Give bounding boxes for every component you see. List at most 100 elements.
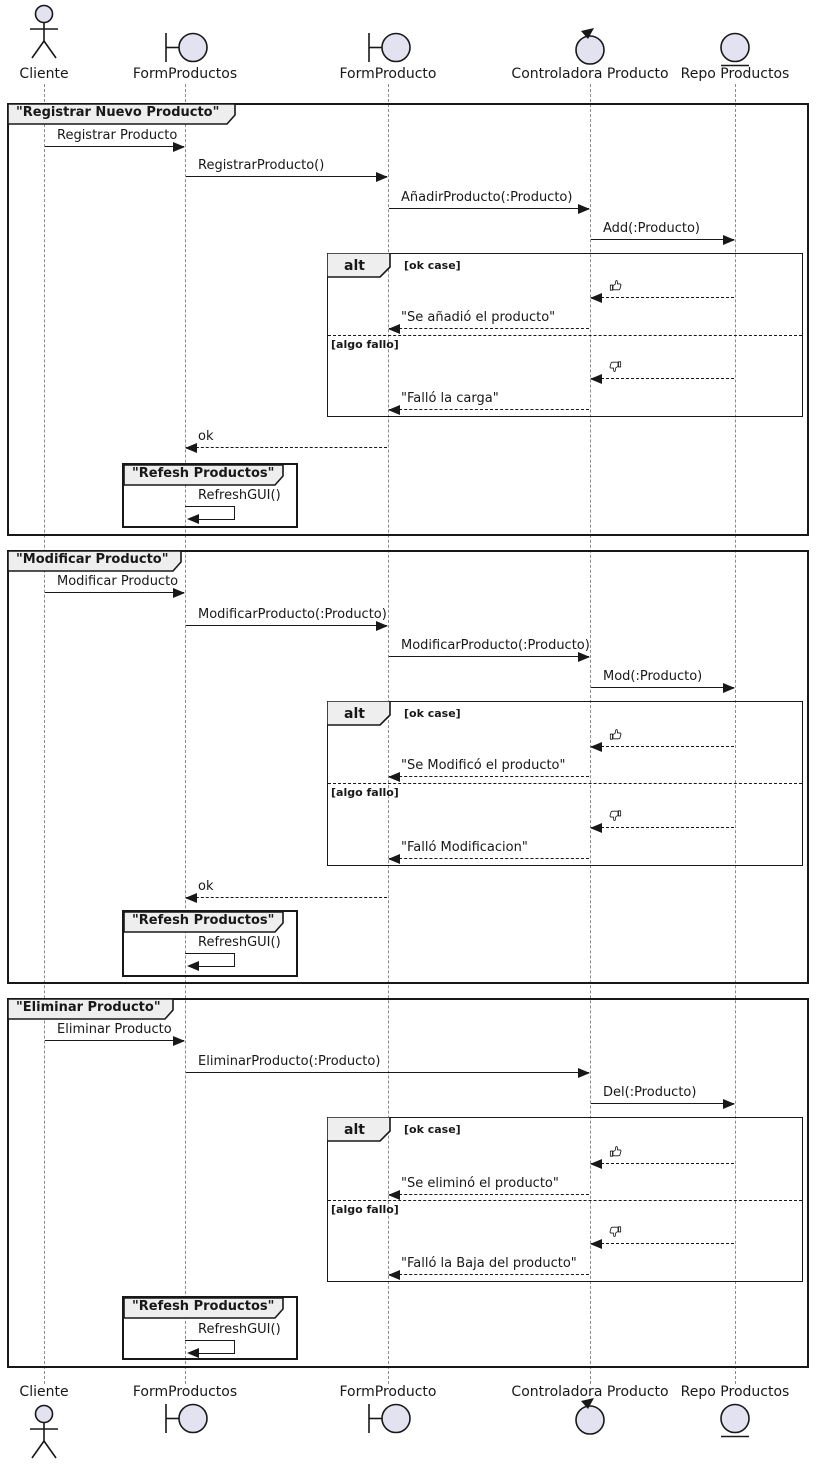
message-line: [45, 592, 184, 593]
frame--modificar-producto-: [7, 550, 809, 984]
self-message-label: RefreshGUI(): [198, 488, 281, 503]
participant-label-formproductos: FormProductos: [132, 66, 238, 82]
alt-operator-tab: alt: [327, 701, 391, 726]
alt-fragment: alt[ok case][algo fallo]: [327, 253, 803, 417]
lifeline-repo-productos: [735, 84, 736, 1384]
message-label: AñadirProducto(:Producto): [401, 190, 573, 205]
lifeline-controladora-producto: [590, 84, 591, 1384]
thumbs-up-icon: [608, 278, 623, 293]
self-message-label: RefreshGUI(): [198, 1322, 281, 1337]
frame-title: "Eliminar Producto": [16, 1000, 161, 1015]
message-line: [389, 776, 589, 777]
thumbs-up-icon: [608, 727, 623, 742]
self-message-line: [185, 506, 235, 519]
message-label: Mod(:Producto): [603, 669, 703, 684]
frame--eliminar-producto-: [7, 998, 809, 1368]
message-label: Del(:Producto): [603, 1085, 697, 1100]
message-line: [389, 1194, 589, 1195]
message-label: RegistrarProducto(): [198, 158, 325, 173]
control-icon: [575, 1398, 605, 1435]
message-line: [591, 746, 734, 747]
guard-label: [algo fallo]: [331, 1203, 399, 1216]
arrowhead-left: [187, 961, 199, 971]
message-label: ModificarProducto(:Producto): [401, 638, 590, 653]
fragment-tab-shape: [7, 103, 236, 125]
alt-fragment: alt [ok case] [algo fallo]: [327, 1117, 803, 1282]
lifeline-formproductos: [185, 84, 186, 1384]
arrowhead-left: [590, 1239, 602, 1249]
group-title: "Refesh Productos": [132, 1299, 275, 1314]
self-message-line: [185, 953, 235, 966]
alt-divider: [328, 335, 802, 336]
group-title: "Refesh Productos": [132, 466, 275, 481]
self-message-label: RefreshGUI(): [198, 935, 281, 950]
participant-label-cliente: Cliente: [19, 66, 69, 82]
message-label: EliminarProducto(:Producto): [198, 1054, 381, 1069]
message-label: "Se eliminó el producto": [401, 1176, 559, 1191]
arrowhead-left: [590, 742, 602, 752]
participant-label-formproductos: FormProductos: [132, 1384, 238, 1400]
frame--registrar-nuevo-producto-: [7, 103, 809, 536]
message-line: [591, 1163, 734, 1164]
group-fragment: "Refesh Productos": [122, 463, 298, 528]
arrowhead-right: [376, 172, 388, 182]
thumbs-down-icon: [608, 359, 623, 374]
arrowhead-left: [187, 514, 199, 524]
message-line: [389, 656, 589, 657]
fragment-tab-shape: [7, 550, 182, 572]
arrowhead-right: [173, 588, 185, 598]
message-line: [186, 897, 387, 898]
message-line: [45, 146, 184, 147]
arrowhead-left: [388, 405, 400, 415]
message-label: Registrar Producto: [57, 128, 178, 143]
fragment-tab-shape: [123, 464, 284, 486]
arrowhead-right: [376, 621, 388, 631]
message-line: [186, 625, 387, 626]
message-line: [591, 827, 734, 828]
frame-title: "Modificar Producto": [16, 552, 169, 567]
arrowhead-right: [723, 683, 735, 693]
participant-label-formproducto: FormProducto: [339, 1384, 437, 1400]
participant-label-cliente: Cliente: [19, 1384, 69, 1400]
message-line: [591, 297, 734, 298]
participant-label-controladora-producto: Controladora Producto: [511, 1384, 669, 1400]
alt-fragment: alt[ok case][algo fallo]: [327, 701, 803, 866]
guard-label: [algo fallo]: [331, 786, 399, 799]
message-label: Eliminar Producto: [57, 1022, 172, 1037]
participant-label-repo-productos: Repo Productos: [680, 1384, 790, 1400]
arrowhead-left: [388, 1270, 400, 1280]
boundary-icon: [368, 1403, 411, 1434]
group-title: "Refesh Productos": [132, 913, 275, 928]
message-label: ModificarProducto(:Producto): [198, 607, 387, 622]
alt-operator-tab: alt: [327, 1117, 391, 1142]
guard-label: [ok case]: [404, 1123, 461, 1136]
message-line: [591, 687, 734, 688]
group-tab: "Refesh Productos": [123, 1297, 285, 1319]
frame-tab: "Modificar Producto": [7, 550, 183, 572]
message-label: "Se añadió el producto": [401, 310, 556, 325]
actor-icon: [30, 1404, 58, 1459]
boundary-icon: [165, 1403, 208, 1434]
participant-label-controladora-producto: Controladora Producto: [511, 66, 669, 82]
fragment-tab-shape: [123, 1297, 284, 1319]
group-fragment: "Refesh Productos": [122, 910, 298, 977]
alt-divider: [328, 783, 802, 784]
message-label: "Falló la Baja del producto": [401, 1256, 577, 1271]
message-line: [591, 1243, 734, 1244]
self-message-return: [197, 966, 235, 967]
frame-tab: "Registrar Nuevo Producto": [7, 103, 237, 125]
message-line: [186, 176, 387, 177]
self-message-return: [197, 1353, 235, 1354]
alt-divider: [328, 1200, 802, 1201]
message-label: ok: [198, 429, 214, 444]
arrowhead-left: [185, 443, 197, 453]
svg-text:alt: alt: [344, 1122, 365, 1138]
arrowhead-left: [388, 324, 400, 334]
entity-icon: [720, 1403, 750, 1438]
lifeline-formproducto: [388, 84, 389, 1384]
boundary-icon: [165, 32, 208, 63]
thumbs-down-icon: [608, 808, 623, 823]
self-message-return: [197, 519, 235, 520]
self-message-line: [185, 1340, 235, 1353]
